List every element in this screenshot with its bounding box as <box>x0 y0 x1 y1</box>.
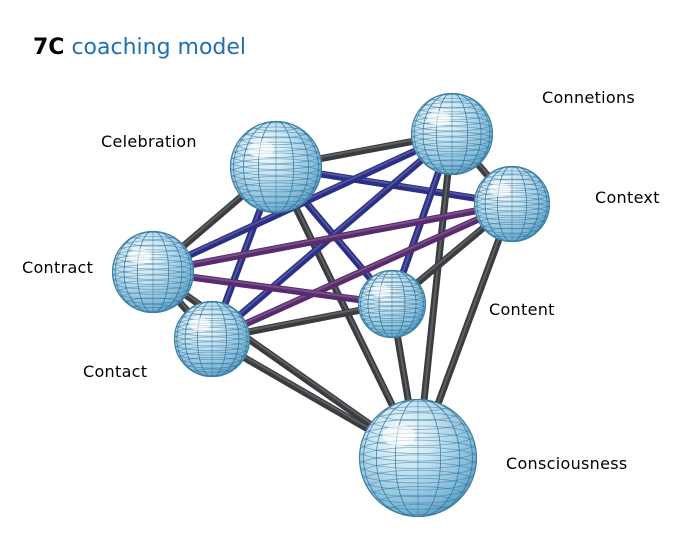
sphere-rim-contact <box>173 300 251 378</box>
node-label-contract: Contract <box>22 258 94 277</box>
node-label-celebration: Celebration <box>101 132 197 151</box>
edge-highlight-context-contract <box>152 201 513 272</box>
sphere-rim-consciousness <box>358 398 478 518</box>
sphere-rim-contract <box>111 230 195 314</box>
node-label-consciousness: Consciousness <box>506 454 628 473</box>
edge-context-contract <box>149 200 516 276</box>
sphere-highlight-context <box>489 182 511 197</box>
sphere-context <box>473 165 551 243</box>
sphere-highlight-contact <box>189 317 211 332</box>
title-main: 7C <box>33 35 65 60</box>
node-label-context: Context <box>595 188 660 207</box>
sphere-highlight-celebration <box>248 141 275 158</box>
node-label-contact: Contact <box>83 362 148 381</box>
nodes-layer <box>111 92 551 518</box>
sphere-highlight-consciousness <box>382 424 416 447</box>
edges-layer <box>149 130 516 462</box>
sphere-rim-connetions <box>410 92 494 176</box>
sphere-rim-context <box>473 165 551 243</box>
title-sub: coaching model <box>71 35 247 60</box>
sphere-contract <box>111 230 195 314</box>
sphere-rim-content <box>357 269 427 339</box>
edge-highlight-context-contact <box>211 201 513 339</box>
diagram-title: 7C coaching model <box>33 30 246 66</box>
sphere-contact <box>173 300 251 378</box>
edge-context-contact <box>208 200 516 343</box>
sphere-highlight-content <box>371 284 391 298</box>
sphere-highlight-contract <box>128 249 152 264</box>
node-label-connetions: Connetions <box>542 88 636 107</box>
sphere-consciousness <box>358 398 478 518</box>
sphere-content <box>357 269 427 339</box>
node-label-content: Content <box>489 300 555 319</box>
sphere-celebration <box>229 120 323 214</box>
sphere-highlight-connetions <box>427 111 451 126</box>
sphere-rim-celebration <box>229 120 323 214</box>
sphere-connetions <box>410 92 494 176</box>
